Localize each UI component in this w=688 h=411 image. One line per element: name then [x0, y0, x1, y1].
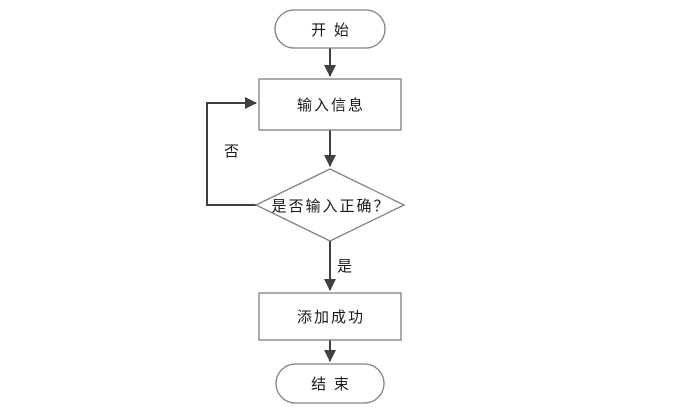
decision-diamond-shape — [254, 168, 406, 242]
edge-decision-no-loopback — [206, 97, 257, 206]
end-terminator-shape — [275, 363, 385, 404]
start-terminator-shape — [274, 9, 386, 49]
input-process-shape — [258, 78, 402, 131]
success-process-shape — [258, 292, 402, 341]
